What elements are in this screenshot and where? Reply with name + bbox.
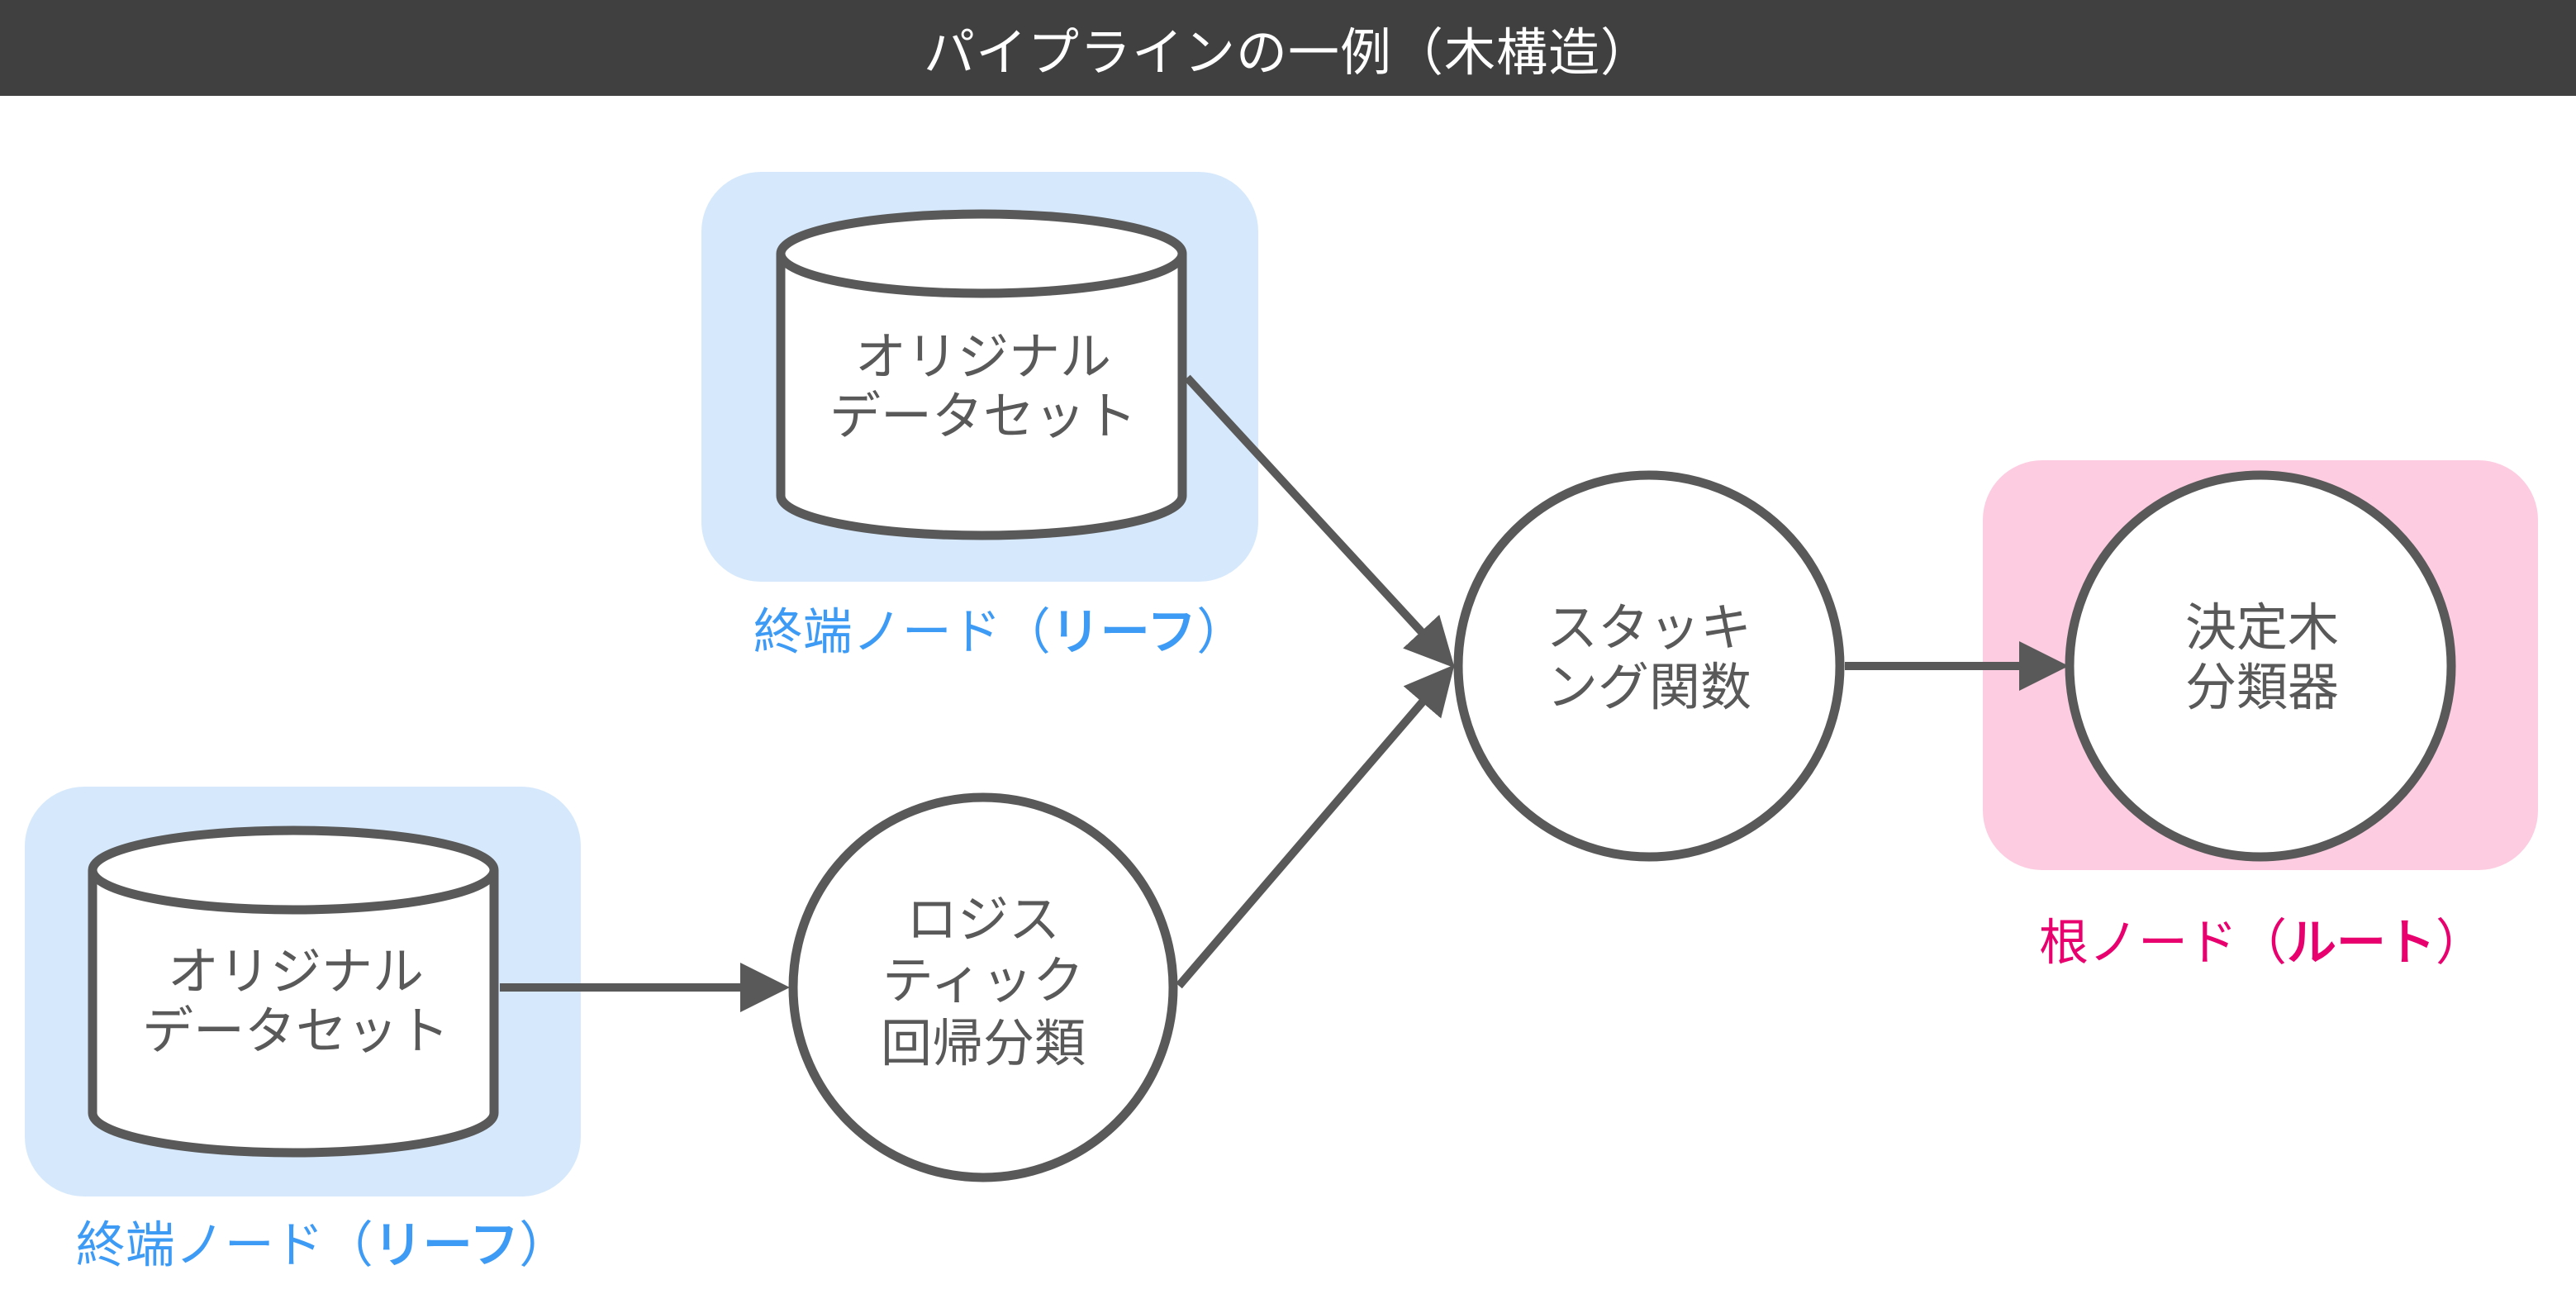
dataset-node-bottom[interactable]: オリジナル データセット [88,825,499,1158]
logistic-line-2: ティック [882,950,1084,1011]
leaf-label-prefix: 終端ノード（ [75,1216,373,1275]
dataset-bottom-line-1: オリジナル [168,941,424,1001]
leaf-label-bold: リーフ [373,1216,520,1275]
node-circle [1453,470,1845,862]
dataset-bottom-line-2: データセット [142,1001,449,1061]
root-label-bold: ルート [2287,914,2436,973]
root-label-suffix: ） [2436,914,2485,973]
edge-logistic-to-stacking [1176,664,1455,989]
leaf-label-prefix: 終端ノード（ [753,603,1051,662]
leaf-label-suffix: ） [1196,603,1247,662]
leaf-label-top: 終端ノード（リーフ） [753,592,1246,664]
root-label-prefix: 根ノード（ [2039,914,2287,973]
tree-line-2: 分類器 [2185,657,2339,717]
cylinder-body [88,870,499,1158]
edge-dataset-top-to-stacking [1184,374,1455,668]
leaf-label-bold: リーフ [1050,603,1197,662]
node-circle [2065,470,2456,862]
node-circle [788,792,1178,1182]
stacking-node[interactable]: スタッキ ング関数 [1453,470,1845,862]
leaf-label-suffix: ） [519,1216,569,1275]
stacking-line-2: ング関数 [1547,657,1751,717]
tree-node[interactable]: 決定木 分類器 [2065,470,2456,862]
root-label: 根ノード（ルート） [2039,903,2485,975]
logistic-line-1: ロジス [906,889,1060,949]
title-bar: パイプラインの一例（木構造） [0,0,2576,96]
logistic-node[interactable]: ロジス ティック 回帰分類 [788,792,1178,1182]
leaf-label-bottom: 終端ノード（リーフ） [76,1206,568,1277]
stacking-line-1: スタッキ [1547,597,1751,658]
cylinder-body [776,254,1187,540]
cylinder-top [776,209,1187,298]
tree-line-1: 決定木 [2185,597,2339,658]
logistic-line-3: 回帰分類 [881,1013,1086,1073]
page-title: パイプラインの一例（木構造） [923,22,1652,83]
cylinder-top [88,825,499,915]
dataset-top-line-2: データセット [829,386,1137,446]
dataset-top-line-1: オリジナル [855,326,1111,387]
dataset-node-top[interactable]: オリジナル データセット [776,209,1187,540]
edges [500,374,2069,1012]
